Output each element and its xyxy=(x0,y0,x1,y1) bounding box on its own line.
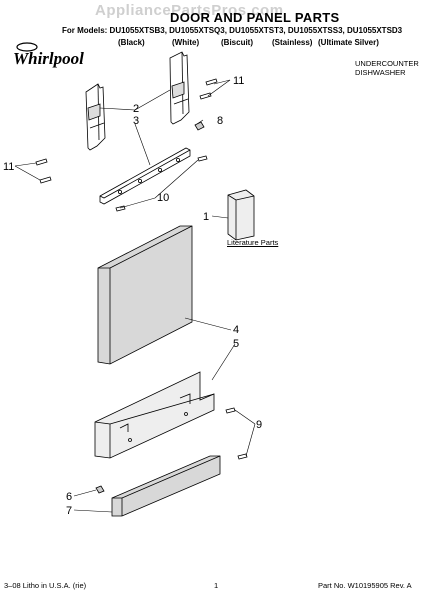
callout-6: 6 xyxy=(66,491,72,503)
callout-11-right: 11 xyxy=(233,75,244,87)
toe-kick-panel xyxy=(94,371,215,459)
lower-trim xyxy=(111,455,221,517)
whirlpool-logo: Whirlpool xyxy=(10,40,90,73)
footer-litho: 3–08 Litho in U.S.A. (rie) xyxy=(4,581,87,590)
callout-2: 2 xyxy=(133,103,139,115)
callout-1: 1 xyxy=(203,211,209,223)
product-type: UNDERCOUNTER DISHWASHER xyxy=(355,59,419,77)
small-clip xyxy=(95,485,105,494)
callout-4: 4 xyxy=(233,324,239,336)
brand-text: Whirlpool xyxy=(13,49,84,68)
page-title: DOOR AND PANEL PARTS xyxy=(170,10,340,25)
clip-part xyxy=(194,121,205,131)
left-side-bracket xyxy=(85,83,106,151)
models-line: For Models: DU1055XTSB3, DU1055XTSQ3, DU… xyxy=(62,26,403,35)
callout-8: 8 xyxy=(217,115,223,127)
leader-lines xyxy=(14,79,256,513)
literature-booklet xyxy=(227,189,255,241)
footer-page-number: 1 xyxy=(214,581,219,590)
color-biscuit: (Biscuit) xyxy=(221,38,253,47)
mounting-rail xyxy=(99,147,191,205)
footer-part-number: Part No. W10195905 Rev. A xyxy=(318,581,412,590)
right-side-bracket xyxy=(169,51,190,125)
callout-10: 10 xyxy=(157,192,169,204)
callout-3: 3 xyxy=(133,115,139,127)
callout-9: 9 xyxy=(256,419,262,431)
literature-parts-label[interactable]: Literature Parts xyxy=(227,238,279,247)
callout-11-left: 11 xyxy=(3,161,14,173)
color-ultimate-silver: (Ultimate Silver) xyxy=(318,38,379,47)
color-stainless: (Stainless) xyxy=(272,38,313,47)
door-panel xyxy=(97,225,193,365)
watermark: AppliancePartsPros.com xyxy=(95,2,284,19)
callout-5: 5 xyxy=(233,338,239,350)
product-line-2: DISHWASHER xyxy=(355,68,406,77)
callout-7: 7 xyxy=(66,505,72,517)
color-white: (White) xyxy=(172,38,200,47)
color-black: (Black) xyxy=(118,38,145,47)
screw-group xyxy=(35,78,248,460)
product-line-1: UNDERCOUNTER xyxy=(355,59,419,68)
